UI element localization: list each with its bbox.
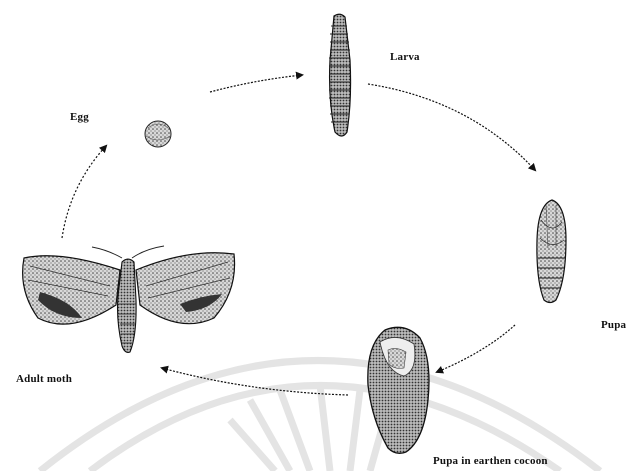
pupa-illustration: [537, 200, 566, 303]
arrow-larva-to-pupa: [368, 84, 535, 170]
label-egg: Egg: [70, 111, 89, 123]
label-adult-moth: Adult moth: [16, 373, 72, 385]
arrow-pupa-to-cocoon: [437, 325, 515, 372]
adult-moth-illustration: [23, 246, 235, 352]
larva-illustration: [329, 14, 351, 136]
egg-illustration: [145, 121, 171, 147]
label-cocoon: Pupa in earthen cocoon: [433, 455, 548, 467]
label-larva: Larva: [390, 51, 420, 63]
arrow-egg-to-larva: [210, 75, 302, 92]
arrow-adult-to-egg: [62, 146, 106, 238]
label-pupa: Pupa: [601, 319, 626, 331]
cycle-arrows: [62, 75, 535, 395]
